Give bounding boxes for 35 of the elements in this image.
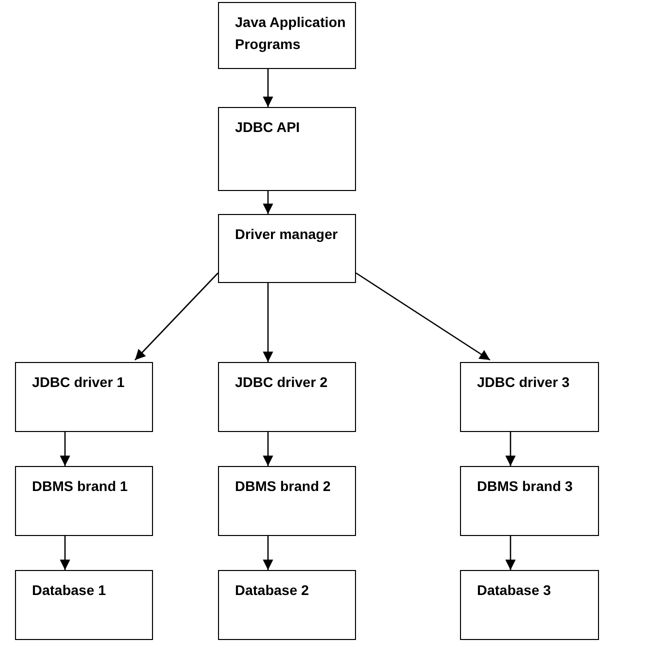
process-box [460,570,599,640]
arrow [262,283,274,362]
process-box [218,570,356,640]
process-box [218,2,356,69]
box-label: JDBC API [235,118,301,137]
process-box [15,362,153,432]
box-label: DBMS brand 1 [32,477,129,496]
process-box [218,214,356,283]
arrow [262,191,274,214]
box-label: Database 3 [477,581,552,600]
process-box [460,466,599,536]
box-label: Java Application Programs [235,13,347,54]
process-box [15,570,153,640]
box-label: DBMS brand 3 [477,477,574,496]
box-label: JDBC driver 3 [477,373,571,392]
arrow [505,536,516,570]
arrow [134,272,218,360]
process-box [218,362,356,432]
arrow [262,432,274,466]
process-box [460,362,599,432]
arrow [356,272,490,361]
box-label: Database 2 [235,581,310,600]
box-label: Database 1 [32,581,107,600]
process-box [15,466,153,536]
arrow [262,536,274,570]
arrow [60,432,70,466]
process-box [218,107,356,191]
process-box [218,466,356,536]
box-label: JDBC driver 2 [235,373,329,392]
box-label: Driver manager [235,225,339,244]
box-label: JDBC driver 1 [32,373,126,392]
arrow [60,536,70,570]
arrow [262,69,274,107]
arrow [505,432,516,466]
box-label: DBMS brand 2 [235,477,332,496]
